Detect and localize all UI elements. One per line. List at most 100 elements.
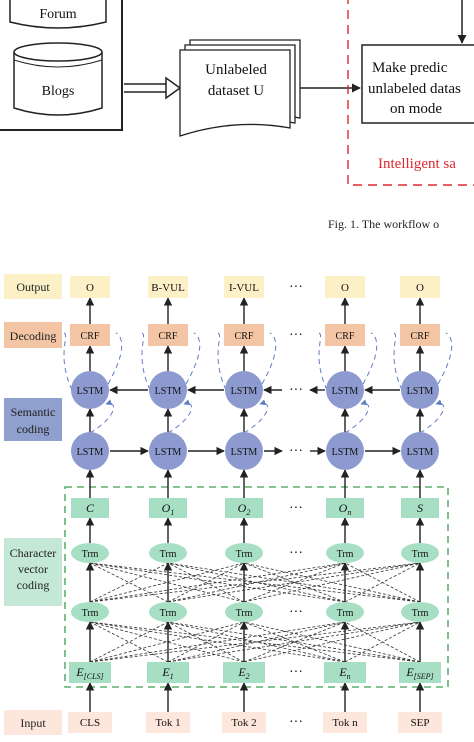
predict-box [361, 44, 474, 124]
lstm-forward-node [71, 432, 109, 470]
transformer-label: Trm [160, 549, 177, 560]
attention-link [89, 562, 169, 603]
forum-db-icon [9, 0, 107, 29]
embedding-node [399, 662, 441, 683]
char-vector-label: O1 [162, 501, 175, 517]
transformer-label: Trm [412, 549, 429, 560]
input-token-node [68, 712, 112, 733]
lstm-backward-node [401, 371, 439, 409]
lstm-backward-node [149, 371, 187, 409]
attention-link [89, 562, 346, 603]
dashed-skip-curve [437, 332, 453, 385]
transformer-node [149, 602, 187, 622]
output-tag: O [416, 282, 424, 294]
transformer-node [149, 543, 187, 563]
attention-link [243, 621, 421, 663]
attention-link [89, 562, 245, 603]
figure-caption: Fig. 1. The workflow o [328, 217, 439, 231]
red-dashed-region [347, 0, 474, 186]
crf-label: CRF [336, 331, 355, 342]
document-stack-icon [179, 39, 301, 137]
forum-label: Forum [39, 7, 76, 22]
crf-node [325, 324, 365, 346]
transformer-label: Trm [412, 608, 429, 619]
attention-link [243, 621, 346, 663]
embedding-label: En [338, 665, 350, 681]
connection-edges [63, 297, 453, 713]
crf-label: CRF [411, 331, 430, 342]
predict-line3: on mode [390, 101, 442, 117]
transformer-label: Trm [82, 608, 99, 619]
crf-node [400, 324, 440, 346]
attention-link [89, 562, 421, 603]
decoding-label-bg [4, 322, 62, 348]
input-token-node [146, 712, 190, 733]
top-workflow: Forum Blogs Unlabeled dataset U Make pre… [0, 0, 474, 231]
transformer-node [401, 543, 439, 563]
lstm-label: LSTM [407, 447, 434, 458]
ellipsis-marker: ··· [289, 444, 303, 459]
char-vector-node [149, 498, 187, 518]
attention-link [89, 621, 245, 663]
lstm-label: LSTM [155, 386, 182, 397]
ellipsis-marker: ··· [289, 383, 303, 398]
attention-link [89, 621, 346, 663]
crf-label: CRF [235, 331, 254, 342]
attention-link [344, 621, 421, 663]
char-vector-node [401, 498, 439, 518]
decoding-label: Decoding [10, 329, 57, 343]
input-token-node [323, 712, 367, 733]
output-tag: I-VUL [229, 282, 259, 294]
input-token-label: CLS [80, 717, 100, 729]
output-node [325, 276, 365, 298]
input-token-label: Tok n [332, 717, 358, 729]
char-vector-label: S [417, 501, 423, 515]
lstm-label: LSTM [407, 386, 434, 397]
attention-link [89, 562, 245, 603]
source-frame [0, 0, 123, 131]
lstm-label: LSTM [77, 447, 104, 458]
attention-link [167, 562, 421, 603]
output-node [70, 276, 110, 298]
attention-link [243, 562, 421, 603]
transformer-node [225, 602, 263, 622]
input-token-label: Tok 2 [231, 717, 256, 729]
dashed-skip-curve [261, 332, 277, 385]
transformer-node [71, 543, 109, 563]
output-tag: O [86, 282, 94, 294]
ellipsis-marker: ··· [289, 501, 303, 516]
lstm-label: LSTM [231, 386, 258, 397]
predict-line1: Make predic [372, 60, 448, 76]
dashed-skip-curve [318, 332, 328, 391]
char-vector-node [225, 498, 263, 518]
lstm-backward-node [326, 371, 364, 409]
output-label-bg [4, 274, 62, 299]
embedding-label: E1 [161, 665, 173, 681]
dashed-skip-curve [362, 332, 378, 385]
lstm-forward-node [326, 432, 364, 470]
char-vector-label: On [339, 501, 352, 517]
semantic-label-1: Semantic [11, 405, 56, 419]
crf-node [70, 324, 110, 346]
ellipsis-marker: ··· [289, 715, 303, 730]
attention-link [89, 621, 245, 663]
attention-link [167, 621, 421, 663]
transformer-node [401, 602, 439, 622]
character-coding-region [64, 486, 449, 688]
transformer-label: Trm [337, 549, 354, 560]
crf-node [224, 324, 264, 346]
lstm-label: LSTM [332, 386, 359, 397]
transformer-label: Trm [82, 549, 99, 560]
embedding-label: E[SEP] [405, 665, 433, 681]
blogs-label: Blogs [42, 84, 75, 99]
lstm-backward-node [71, 371, 109, 409]
double-arrow-icon [124, 83, 168, 93]
attention-link [243, 562, 346, 603]
lstm-forward-node [149, 432, 187, 470]
input-label-bg [4, 710, 62, 735]
input-token-label: Tok 1 [155, 717, 180, 729]
ellipsis-marker: ··· [289, 328, 303, 343]
ellipsis-marker: ··· [289, 546, 303, 561]
semantic-label-2: coding [17, 422, 50, 436]
